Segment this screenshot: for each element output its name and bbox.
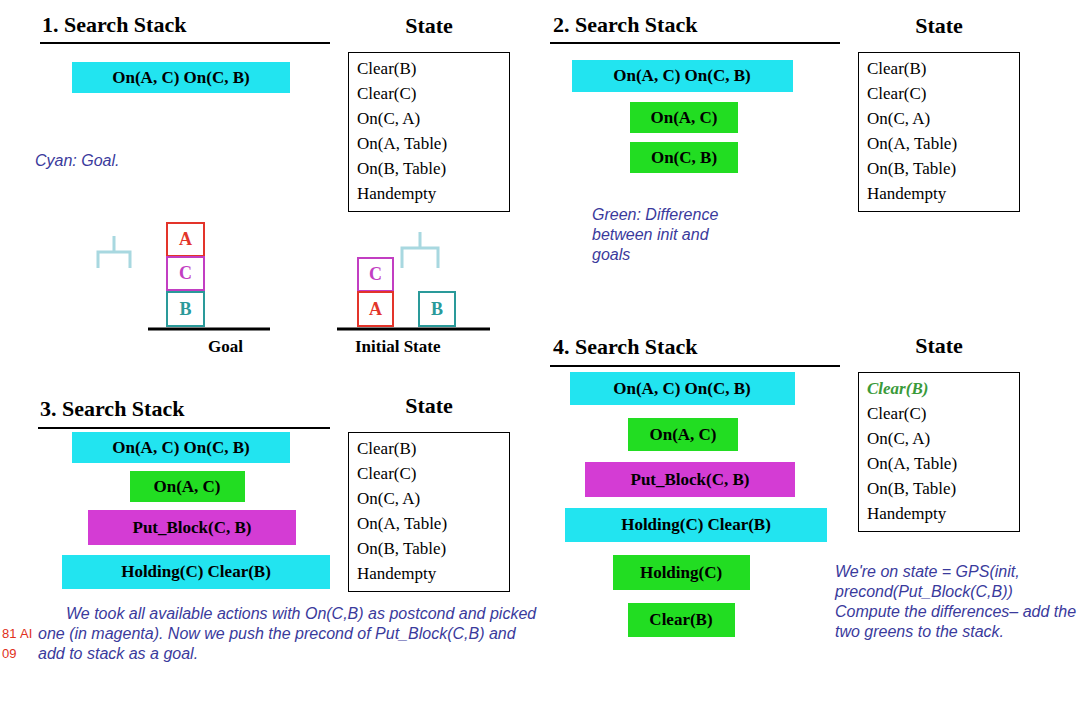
- difference-box: On(A, C): [628, 418, 738, 451]
- state-fact: On(C, A): [867, 426, 1011, 451]
- annotation: Cyan: Goal.: [35, 151, 119, 171]
- state-fact: Handempty: [867, 501, 1011, 526]
- state-fact: Clear(B): [867, 56, 1011, 81]
- state-fact: On(B, Table): [867, 476, 1011, 501]
- state-fact: On(B, Table): [867, 156, 1011, 181]
- table-line: [337, 328, 490, 331]
- block-box: B: [166, 291, 205, 327]
- title-underline: [40, 42, 330, 44]
- goal-box: Holding(C) Clear(B): [62, 555, 330, 589]
- stack-entry: On(A, C): [650, 108, 717, 128]
- stack-entry: Holding(C) Clear(B): [621, 515, 771, 535]
- state-fact: Clear(B): [357, 56, 501, 81]
- title-underline: [550, 365, 840, 367]
- stack-entry: Put_Block(C, B): [133, 518, 252, 538]
- state-fact: Clear(C): [357, 81, 501, 106]
- title-underline: [550, 42, 840, 44]
- annotation: We're on state = GPS(init, precond(Put_B…: [835, 562, 1080, 642]
- state-fact: On(A, Table): [357, 511, 501, 536]
- table-line: [148, 328, 270, 331]
- state-box: StateClear(B)Clear(C)On(C, A)On(A, Table…: [858, 52, 1020, 212]
- scene-caption: Initial State: [355, 337, 440, 357]
- state-fact: Clear(B): [357, 436, 501, 461]
- action-box: Put_Block(C, B): [88, 510, 296, 545]
- stack-entry: Clear(B): [649, 610, 712, 630]
- block-box: B: [418, 291, 456, 327]
- slide-number: 81: [2, 626, 16, 642]
- block-letter: B: [431, 299, 443, 320]
- state-fact: Handempty: [357, 181, 501, 206]
- panel-title: 3. Search Stack: [40, 396, 184, 422]
- state-fact: On(A, Table): [357, 131, 501, 156]
- state-box: StateClear(B)Clear(C)On(C, A)On(A, Table…: [858, 372, 1020, 532]
- stack-entry: On(C, B): [651, 148, 717, 168]
- difference-box: Holding(C): [613, 555, 750, 590]
- annotation: We took all available actions with On(C,…: [38, 604, 538, 664]
- state-heading: State: [859, 333, 1019, 359]
- state-fact: Handempty: [357, 561, 501, 586]
- panel-title: 1. Search Stack: [42, 12, 186, 38]
- stack-entry: On(A, C) On(C, B): [613, 379, 750, 399]
- stack-entry: Holding(C) Clear(B): [121, 562, 271, 582]
- slide-number: 09: [2, 646, 16, 662]
- block-letter: C: [179, 263, 192, 284]
- state-fact: On(A, Table): [867, 131, 1011, 156]
- stack-entry: Put_Block(C, B): [631, 470, 750, 490]
- stack-entry: On(A, C) On(C, B): [613, 66, 750, 86]
- stack-entry: On(A, C) On(C, B): [112, 438, 249, 458]
- block-box: C: [357, 257, 394, 292]
- state-fact: On(C, A): [867, 106, 1011, 131]
- title-underline: [38, 427, 330, 429]
- block-box: A: [357, 291, 394, 327]
- stack-entry: Holding(C): [640, 563, 722, 583]
- annotation: Green: Difference between init and goals: [592, 205, 742, 265]
- block-letter: C: [369, 264, 382, 285]
- action-box: Put_Block(C, B): [585, 462, 795, 497]
- state-fact: Handempty: [867, 181, 1011, 206]
- state-fact: On(B, Table): [357, 156, 501, 181]
- goal-box: On(A, C) On(C, B): [570, 372, 795, 405]
- state-fact: On(C, A): [357, 106, 501, 131]
- goal-box: On(A, C) On(C, B): [572, 60, 793, 92]
- goal-box: Holding(C) Clear(B): [565, 508, 827, 542]
- block-letter: A: [179, 229, 192, 250]
- difference-box: On(C, B): [630, 142, 738, 173]
- gripper-symbol: [402, 232, 438, 268]
- goal-box: On(A, C) On(C, B): [72, 62, 290, 93]
- panel-title: 2. Search Stack: [553, 12, 697, 38]
- panel-title: 4. Search Stack: [553, 334, 697, 360]
- scene-caption: Goal: [208, 337, 243, 357]
- state-fact: On(B, Table): [357, 536, 501, 561]
- gripper-symbol: [98, 236, 130, 268]
- block-box: C: [166, 256, 205, 291]
- difference-box: Clear(B): [628, 603, 735, 637]
- difference-box: On(A, C): [130, 471, 245, 502]
- state-heading: State: [349, 13, 509, 39]
- state-fact: Clear(C): [357, 461, 501, 486]
- block-letter: B: [179, 299, 191, 320]
- state-fact: On(C, A): [357, 486, 501, 511]
- state-box: StateClear(B)Clear(C)On(C, A)On(A, Table…: [348, 432, 510, 592]
- state-heading: State: [859, 13, 1019, 39]
- stack-entry: On(A, C): [153, 477, 220, 497]
- state-heading: State: [349, 393, 509, 419]
- stack-entry: On(A, C) On(C, B): [112, 68, 249, 88]
- difference-box: On(A, C): [630, 102, 738, 133]
- block-letter: A: [369, 299, 382, 320]
- goal-box: On(A, C) On(C, B): [72, 432, 290, 463]
- state-fact: Clear(C): [867, 81, 1011, 106]
- state-fact: On(A, Table): [867, 451, 1011, 476]
- state-box: StateClear(B)Clear(C)On(C, A)On(A, Table…: [348, 52, 510, 212]
- slide-number: AI: [20, 626, 32, 642]
- stack-entry: On(A, C): [649, 425, 716, 445]
- state-fact: Clear(B): [867, 376, 1011, 401]
- state-fact: Clear(C): [867, 401, 1011, 426]
- block-box: A: [166, 222, 205, 257]
